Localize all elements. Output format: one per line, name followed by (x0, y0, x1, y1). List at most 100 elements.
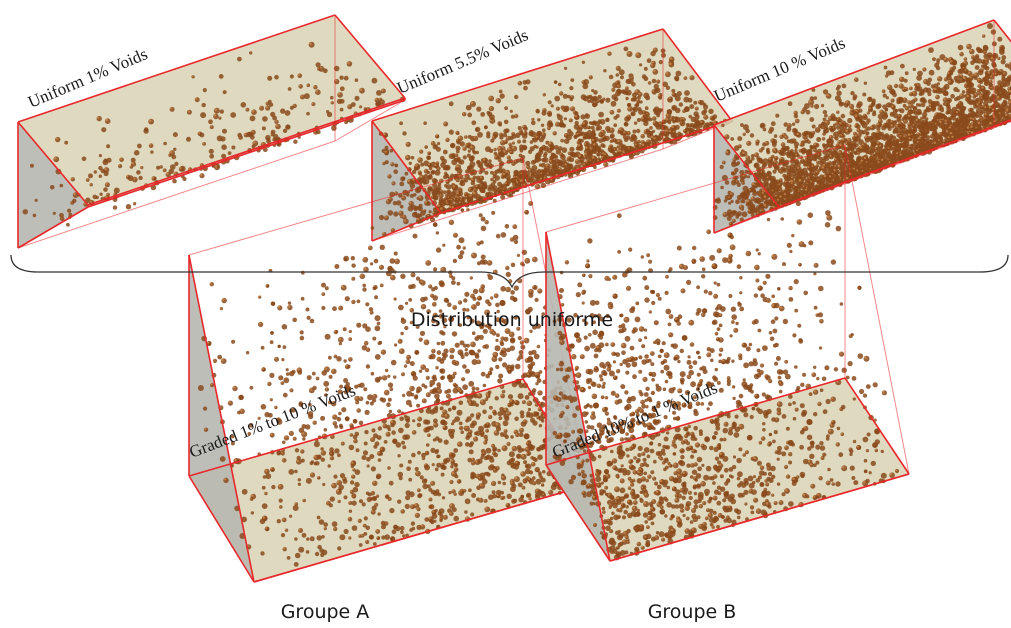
void-particle (442, 149, 448, 155)
void-particle-highlight (948, 57, 951, 60)
void-particle-highlight (795, 119, 798, 122)
void-particle (213, 107, 220, 114)
void-particle (409, 193, 414, 198)
void-particle-highlight (616, 66, 619, 69)
void-particle (770, 121, 776, 127)
void-particle (330, 95, 334, 100)
void-particle-highlight (542, 93, 545, 95)
box-edge (334, 99, 406, 142)
void-particle (741, 181, 745, 185)
void-particle (209, 153, 215, 159)
void-particle (735, 199, 740, 205)
void-particle-highlight (498, 149, 502, 152)
void-particle (182, 176, 187, 182)
void-particle-highlight (577, 144, 581, 147)
void-particle (762, 127, 767, 132)
void-particle (577, 143, 583, 150)
void-particle (918, 128, 923, 133)
void-particle (81, 156, 87, 162)
void-particle-highlight (559, 91, 562, 94)
void-particle (511, 190, 515, 194)
void-particle (419, 174, 425, 181)
void-particle (508, 142, 512, 146)
void-particle (683, 129, 688, 134)
void-particle (760, 123, 765, 128)
void-particle-highlight (752, 182, 755, 185)
void-particle (741, 211, 748, 218)
void-particle-highlight (800, 110, 803, 113)
void-particle (562, 93, 568, 99)
void-particle (306, 83, 311, 88)
void-particle (623, 46, 629, 52)
void-particle (237, 56, 242, 62)
void-particle (605, 97, 611, 103)
void-particle (677, 131, 682, 136)
void-particle (751, 157, 755, 161)
void-particle (630, 133, 637, 140)
void-particle (490, 177, 494, 182)
void-particle (674, 75, 680, 81)
void-particle-highlight (520, 172, 523, 175)
void-particle-highlight (949, 67, 952, 70)
void-particle (156, 165, 161, 170)
void-particle-highlight (987, 71, 990, 74)
void-particle (990, 56, 996, 63)
void-particle (262, 147, 268, 153)
void-particle (950, 93, 955, 99)
void-particle (497, 168, 503, 174)
void-particle (542, 128, 546, 132)
void-particle (540, 123, 545, 128)
void-particle (635, 52, 642, 59)
void-particle (484, 125, 488, 130)
void-particle-highlight (431, 141, 434, 144)
void-particle (729, 192, 735, 197)
void-particle (597, 94, 602, 100)
void-particle (599, 99, 604, 104)
void-particle (426, 201, 431, 206)
void-particle-highlight (418, 195, 421, 199)
void-particle (559, 91, 564, 96)
void-particle-highlight (829, 135, 832, 138)
void-particle (359, 105, 363, 109)
void-particle (640, 133, 645, 139)
void-particle-highlight (907, 111, 909, 114)
void-particle (623, 122, 629, 127)
void-particle (509, 135, 514, 141)
void-particle (519, 149, 524, 153)
void-particle (451, 155, 456, 159)
void-particle (500, 194, 506, 200)
void-particle (475, 126, 481, 133)
void-particle (112, 205, 118, 210)
void-particle (689, 104, 695, 110)
void-particle (594, 121, 600, 127)
void-particle (488, 159, 492, 163)
void-particle (222, 90, 227, 95)
void-particle (450, 142, 456, 149)
void-particle (583, 124, 589, 130)
void-particle (820, 103, 825, 108)
void-particle-highlight (427, 163, 430, 166)
void-particle (169, 106, 175, 112)
void-particle-highlight (465, 143, 468, 146)
void-particle (103, 158, 108, 163)
void-particle (339, 86, 345, 92)
void-particle-highlight (962, 76, 966, 79)
void-particle-highlight (937, 76, 940, 80)
void-particle-highlight (174, 172, 177, 175)
void-particle (413, 166, 419, 171)
void-particle-highlight (723, 212, 726, 215)
void-particle (736, 161, 741, 165)
void-particle (423, 178, 430, 185)
void-particle-highlight (452, 185, 456, 188)
void-particle-highlight (589, 75, 591, 78)
void-particle-highlight (608, 146, 611, 148)
void-particle-highlight (83, 202, 86, 205)
void-particle-highlight (462, 147, 465, 149)
void-particle (675, 70, 682, 77)
void-particle (814, 103, 820, 110)
void-particle-highlight (560, 139, 563, 141)
void-particle-highlight (473, 187, 476, 190)
box-edge (371, 120, 442, 214)
void-particle (227, 151, 232, 156)
void-particle (455, 145, 461, 151)
